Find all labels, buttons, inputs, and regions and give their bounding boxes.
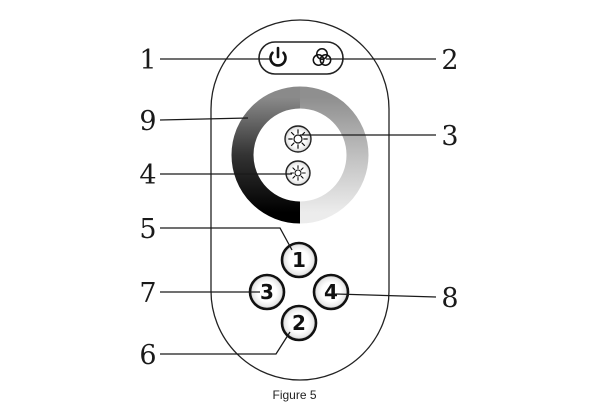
zone-button-2[interactable]: 2 <box>280 304 318 342</box>
leader-line-8 <box>335 293 437 298</box>
leader-line-9 <box>159 117 249 121</box>
leader-line-5 <box>160 227 293 251</box>
color-temperature-touch-ring[interactable] <box>231 86 369 224</box>
leader-line-6 <box>160 331 291 355</box>
sun-ray <box>301 142 306 147</box>
sun-ray <box>290 142 295 147</box>
callout-7: 7 <box>139 278 156 309</box>
figure-caption: Figure 5 <box>272 388 317 402</box>
zone-button-4[interactable]: 4 <box>312 273 350 311</box>
callout-6: 6 <box>139 340 156 371</box>
zone-button-1[interactable]: 1 <box>280 241 318 279</box>
callout-5: 5 <box>139 214 156 245</box>
sun-ray <box>300 167 304 171</box>
zone-button-1-label: 1 <box>292 248 306 272</box>
callout-3: 3 <box>441 121 458 152</box>
zone-button-4-label: 4 <box>324 280 338 304</box>
zone-button-2-label: 2 <box>292 311 306 335</box>
callout-1: 1 <box>139 45 156 76</box>
zone-button-3-label: 3 <box>260 280 274 304</box>
sun-small-icon[interactable] <box>285 160 311 186</box>
sun-ray <box>300 175 304 179</box>
power-icon[interactable] <box>269 46 287 67</box>
sun-ray <box>290 131 295 136</box>
sun-large-icon[interactable] <box>284 125 312 153</box>
callout-4: 4 <box>139 160 156 191</box>
callout-9: 9 <box>139 106 156 137</box>
callout-8: 8 <box>441 283 458 314</box>
sun-ray <box>292 167 296 171</box>
callout-2: 2 <box>441 45 458 76</box>
rgb-circles-icon[interactable] <box>312 48 332 66</box>
sun-ray <box>292 175 296 179</box>
